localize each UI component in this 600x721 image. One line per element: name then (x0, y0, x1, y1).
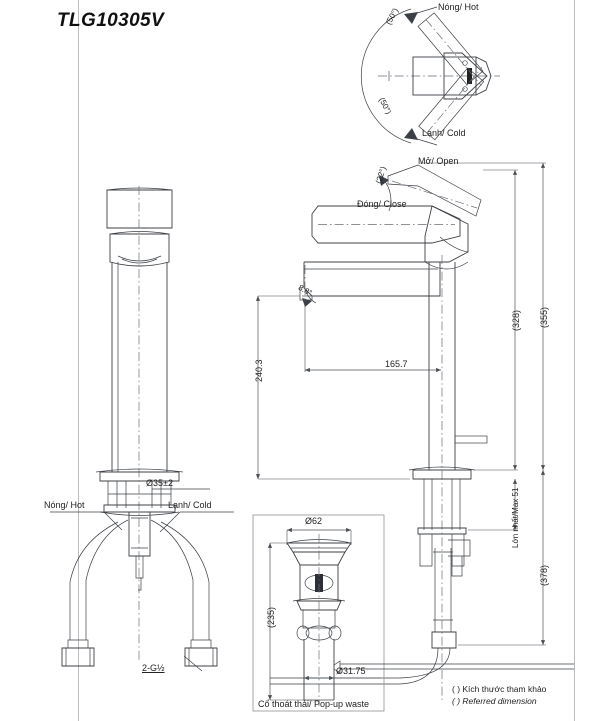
dim-supply-thread: 2-G½ (142, 663, 165, 673)
legend-line-vi: ( ) Kích thước tham khảo (452, 684, 547, 694)
front-view-hot-label: Nóng/ Hot (44, 500, 85, 510)
top-view-hot-label: Nóng/ Hot (438, 2, 479, 12)
page-border-left (78, 0, 79, 721)
side-view-dimensions (255, 162, 546, 646)
top-view-geometry (360, 6, 500, 146)
dim-body-height: (328) (511, 309, 521, 331)
dim-tail-diameter: Ø31.75 (336, 666, 366, 676)
dim-overall-height: (355) (539, 306, 549, 328)
side-view-open-label: Mở/ Open (418, 156, 459, 166)
top-view-cold-label: Lạnh/ Cold (422, 128, 466, 138)
waste-detail-geometry (252, 514, 574, 712)
dim-spout-reach: 165.7 (385, 359, 408, 369)
page-border-right (574, 0, 575, 721)
dim-base-diameter: Ø35±2 (146, 478, 173, 488)
side-view-close-label: Đóng/ Close (357, 199, 407, 209)
dim-spout-height: 240.3 (254, 359, 264, 382)
front-view-cold-label: Lạnh/ Cold (168, 500, 212, 510)
dim-total-height: (378) (539, 564, 549, 586)
legend-line-en: ( ) Referred dimension (452, 696, 537, 706)
front-view-geometry (50, 186, 234, 672)
dim-max-thickness: Lớn nhất/Max 51 (511, 487, 520, 548)
dim-waste-length: (235) (266, 606, 276, 628)
dim-flange-diameter: Ø62 (305, 516, 323, 526)
waste-detail-caption: Cổ thoát thải/ Pop-up waste (258, 699, 370, 709)
side-view-geometry (270, 164, 488, 700)
page-title: TLG10305V (57, 10, 165, 31)
